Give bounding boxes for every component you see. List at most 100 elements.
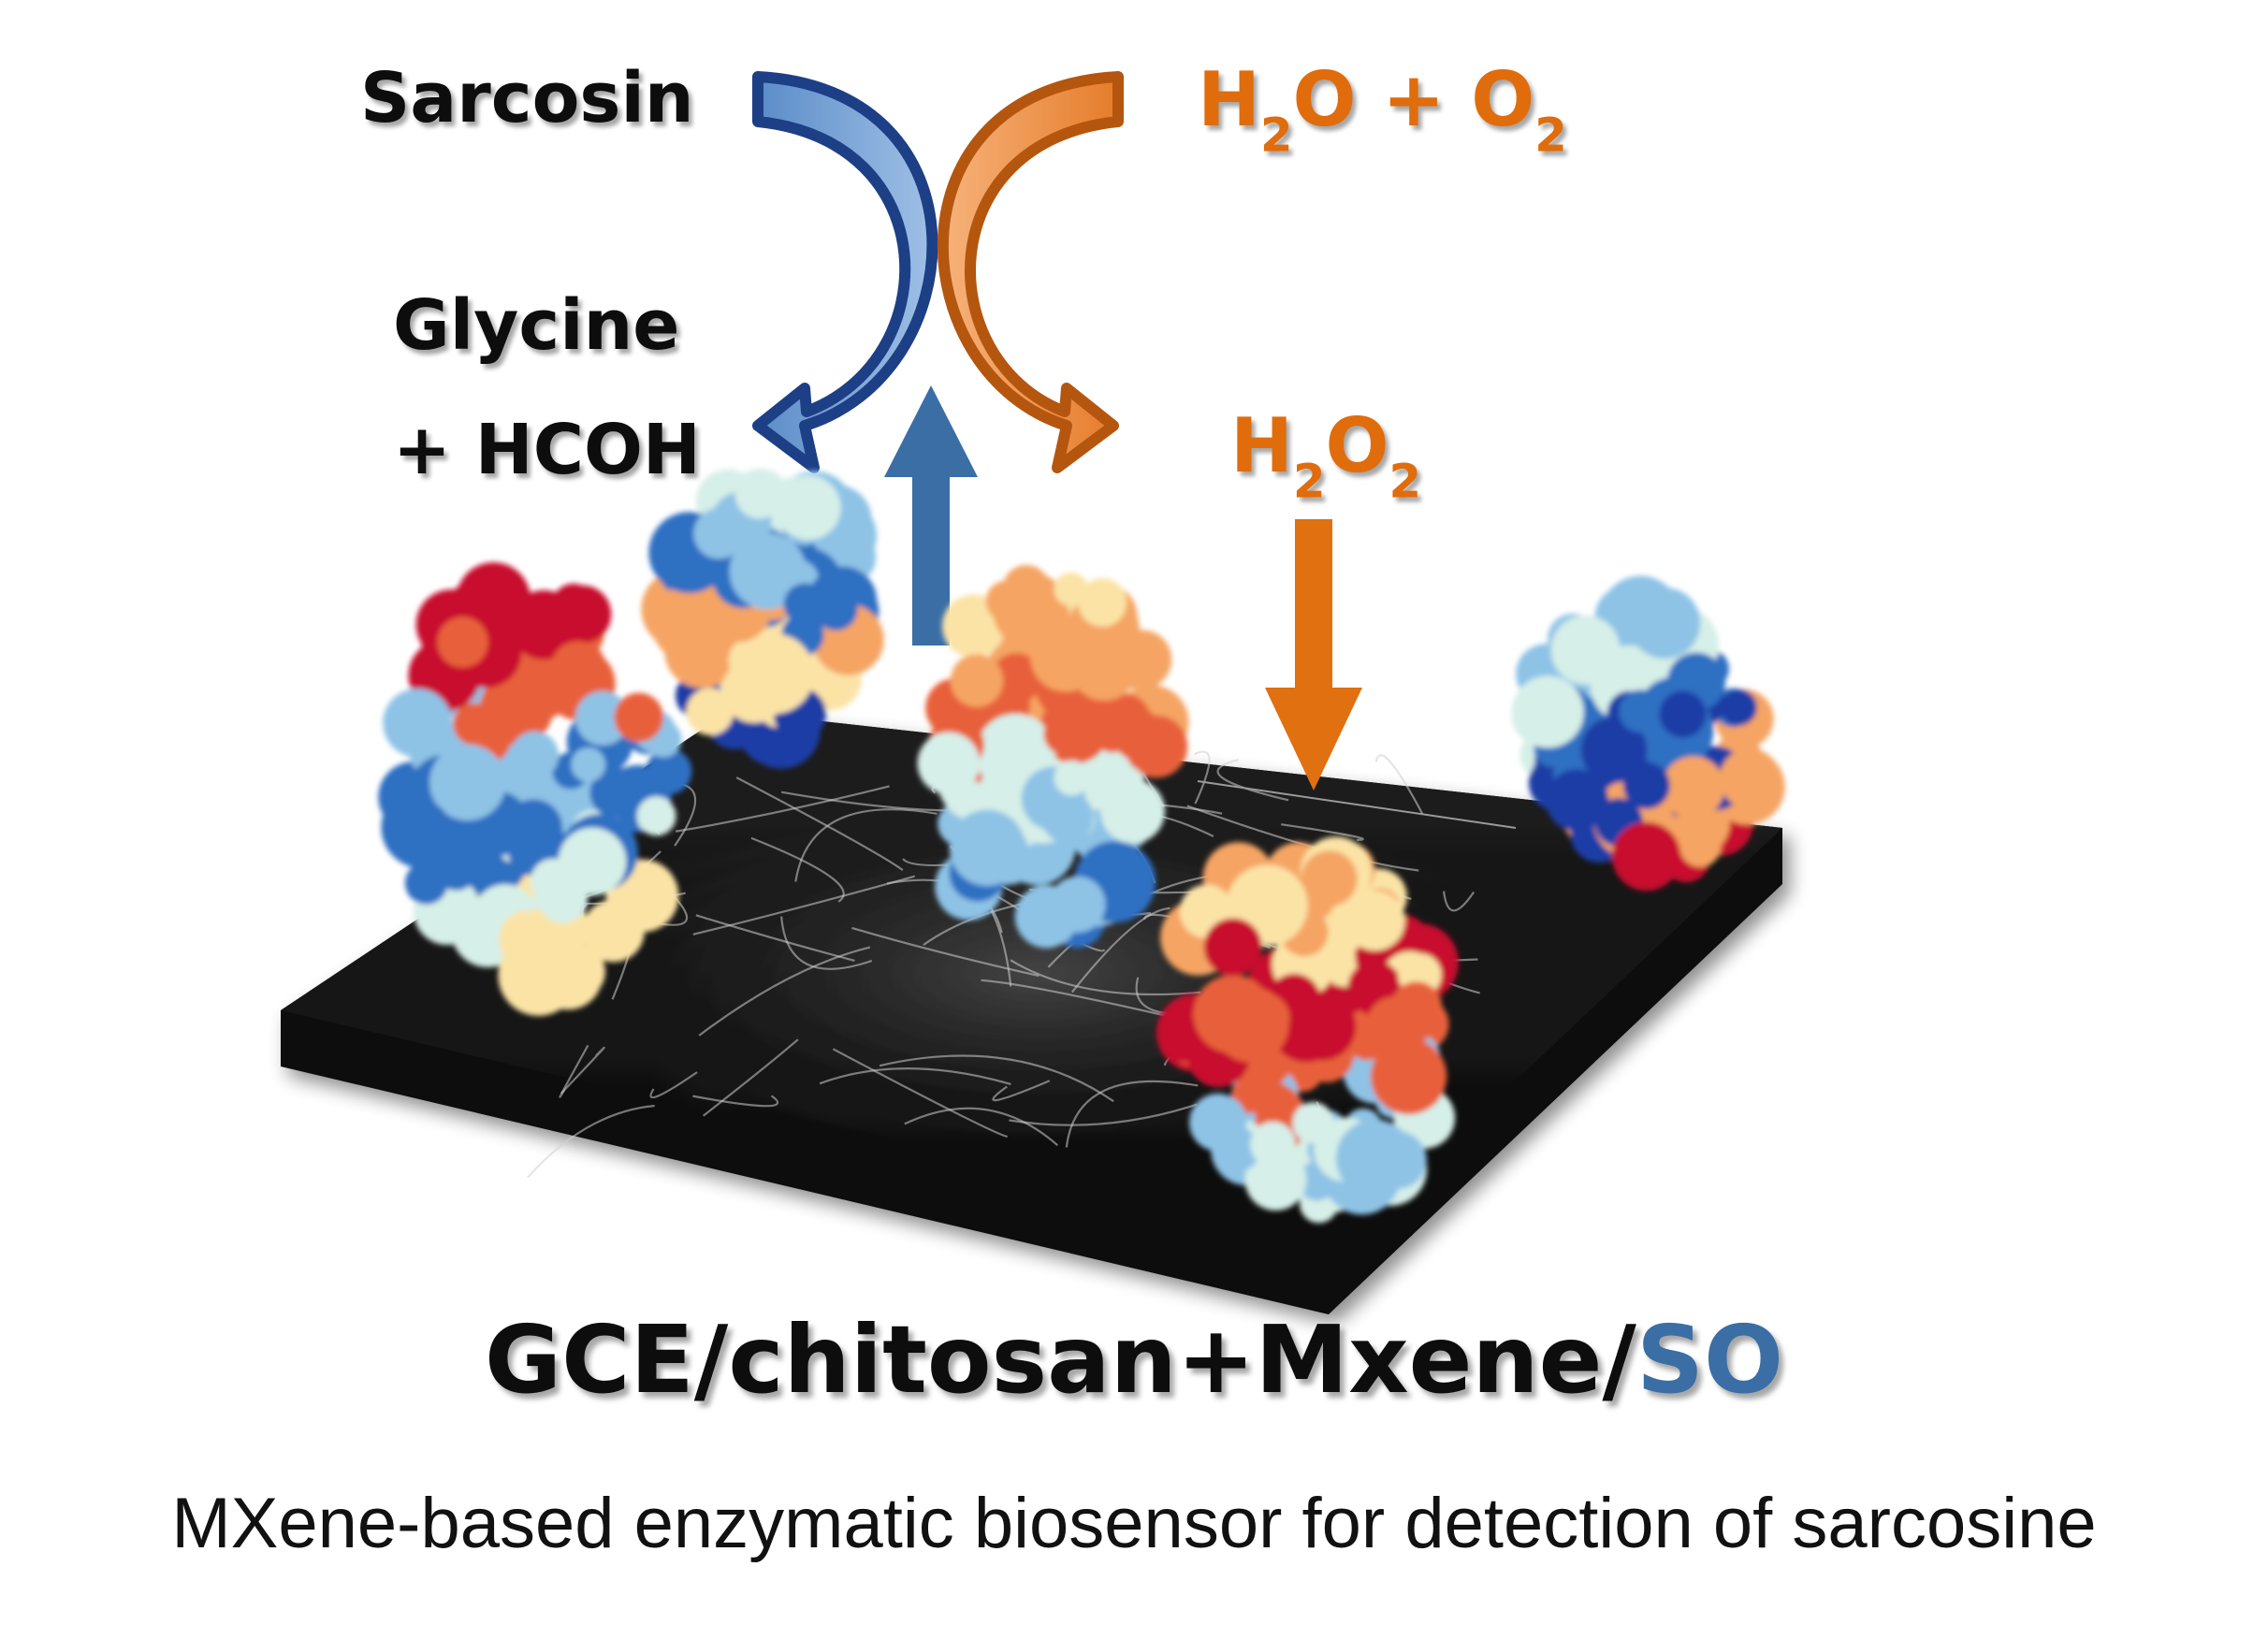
fiber xyxy=(560,1046,605,1095)
electrode-prefix: GCE/chitosan+Mxene/ xyxy=(485,1305,1636,1414)
blue-curved-arrow-body xyxy=(752,71,938,473)
fiber xyxy=(1374,754,1424,815)
fiber xyxy=(1194,750,1211,805)
product-sub1: 2 xyxy=(1292,454,1326,509)
fiber xyxy=(675,785,890,833)
up-arrow xyxy=(884,385,978,645)
fiber xyxy=(819,1067,1011,1086)
enzyme-bead xyxy=(405,803,449,847)
fiber xyxy=(1065,1080,1199,1148)
surface-line xyxy=(1197,780,1517,829)
enzyme-bead xyxy=(1679,825,1722,867)
electrode-label: GCE/chitosan+Mxene/SO xyxy=(0,1305,2268,1414)
fiber xyxy=(990,909,1012,987)
enzyme-bead xyxy=(550,641,605,696)
enzyme-bead xyxy=(589,767,640,818)
enzyme-bead xyxy=(1345,891,1405,951)
label-h2o2: H2O2 xyxy=(1230,402,1421,504)
enzyme-bead xyxy=(1054,760,1090,796)
fiber xyxy=(992,1080,1051,1102)
enzyme-bead xyxy=(1612,821,1681,892)
product-sub2: 2 xyxy=(1388,454,1421,509)
enzyme-bead xyxy=(571,747,606,782)
fiber xyxy=(649,1071,698,1099)
fiber xyxy=(735,776,904,871)
enzyme-bead xyxy=(614,692,664,743)
fiber xyxy=(1281,823,1364,841)
enzyme-bead xyxy=(636,796,676,836)
enzyme-bead xyxy=(776,474,841,541)
enzyme-bead xyxy=(429,744,506,821)
enzyme-bead xyxy=(917,732,981,795)
enzyme-bead xyxy=(783,583,827,627)
fiber xyxy=(692,875,916,936)
enzyme-bead xyxy=(1335,1119,1415,1197)
enzyme xyxy=(1511,575,1785,892)
enzyme-bead xyxy=(1270,990,1343,1063)
enzyme-bead xyxy=(520,957,563,1000)
fiber xyxy=(526,1104,655,1179)
enzyme xyxy=(641,468,884,769)
enzyme-bead xyxy=(651,584,730,663)
enzyme-bead xyxy=(950,654,1004,707)
label-hcoh: + HCOH xyxy=(393,410,701,490)
enzyme-bead xyxy=(985,580,1027,622)
enzyme-bead xyxy=(510,731,560,780)
fiber xyxy=(692,1095,778,1108)
enzyme-bead xyxy=(1580,717,1648,783)
fiber xyxy=(780,916,873,970)
enzyme-bead xyxy=(734,470,784,519)
enzyme-bead xyxy=(1215,1127,1260,1172)
caption: MXene-based enzymatic biosensor for dete… xyxy=(171,1484,2097,1563)
enzyme-bead xyxy=(1629,587,1701,660)
enzyme-bead xyxy=(437,616,488,668)
product-h: H xyxy=(1230,402,1293,489)
fiber xyxy=(695,914,855,962)
enzyme xyxy=(917,564,1189,949)
enzyme-bead xyxy=(1662,759,1722,819)
enzyme-bead xyxy=(1030,620,1102,692)
fiber xyxy=(794,808,938,882)
enzyme-bead xyxy=(1511,675,1584,748)
enzyme-bead xyxy=(1550,615,1621,685)
enzyme-bead xyxy=(504,799,563,857)
enzyme-label: SO xyxy=(1636,1305,1783,1414)
product-o: O xyxy=(1325,402,1389,489)
reactant-h: H xyxy=(1198,56,1260,143)
orange-curved-arrow-body xyxy=(937,71,1124,473)
enzyme-bead xyxy=(949,809,1026,886)
fiber xyxy=(1216,759,1289,802)
enzyme-bead xyxy=(1720,689,1757,726)
label-glycine: Glycine xyxy=(393,285,680,366)
fiber xyxy=(904,1107,1059,1147)
reactant-sub2: 2 xyxy=(1534,108,1567,163)
enzyme-bead xyxy=(734,633,815,715)
enzyme-bead xyxy=(693,508,745,559)
enzyme-bead xyxy=(1078,578,1127,627)
enzyme-group xyxy=(378,468,1785,1224)
enzyme-bead xyxy=(1370,1037,1447,1115)
enzyme xyxy=(1156,836,1459,1224)
label-sarcosin: Sarcosin xyxy=(360,58,694,138)
fiber xyxy=(1009,1103,1198,1126)
reactant-o: O + O xyxy=(1292,56,1535,143)
enzyme-bead xyxy=(729,532,807,610)
enzyme-bead xyxy=(1619,689,1662,732)
label-h2o-o2: H2O + O2 xyxy=(1198,56,1567,158)
enzyme-bead xyxy=(686,688,734,735)
enzyme-bead xyxy=(1622,761,1670,809)
enzyme-bead xyxy=(574,690,630,746)
enzyme-bead xyxy=(1390,981,1443,1033)
enzyme-bead xyxy=(1546,769,1608,832)
enzyme-bead xyxy=(1244,1149,1307,1211)
enzyme-bead xyxy=(1098,693,1151,746)
enzyme-bead xyxy=(1213,986,1289,1063)
enzyme-bead xyxy=(1014,885,1079,949)
enzyme-bead xyxy=(1043,711,1087,756)
enzyme-bead xyxy=(1250,1121,1296,1168)
enzyme-bead xyxy=(1107,765,1144,802)
orange-curved-arrow xyxy=(937,71,1124,473)
enzyme-bead xyxy=(538,873,589,923)
